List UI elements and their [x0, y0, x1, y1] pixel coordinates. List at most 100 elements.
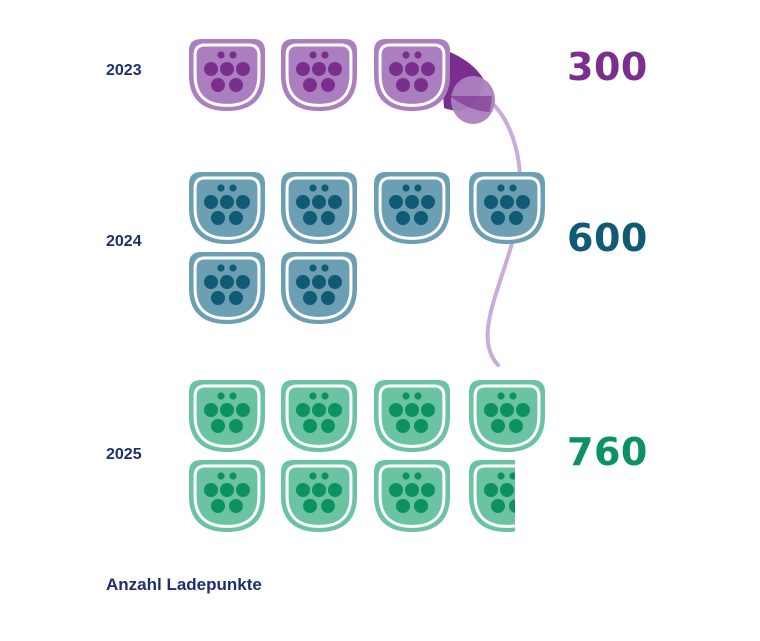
plug-icon-2025-6: [281, 460, 357, 532]
plug-inner-ring: [193, 176, 261, 240]
plug-icon-2024-2: [281, 172, 357, 244]
plug-pin: [516, 403, 530, 417]
plug-pin: [516, 195, 530, 209]
plug-inner-ring: [193, 384, 261, 448]
plug-pin: [309, 264, 317, 272]
plug-pin: [414, 51, 422, 59]
plug-icon-2024-3: [374, 172, 450, 244]
plug-pin: [217, 184, 225, 192]
plug-pin: [229, 291, 243, 305]
icon-grid: [189, 39, 545, 532]
plug-pin: [509, 184, 517, 192]
plug-pin: [296, 403, 310, 417]
plug-pin: [220, 195, 234, 209]
plug-pin: [296, 195, 310, 209]
plug-pin: [236, 195, 250, 209]
partial-icon-group: [469, 460, 530, 532]
plug-pin: [516, 483, 530, 497]
plug-pin: [217, 472, 225, 480]
plug-icon-2024-4: [469, 172, 545, 244]
plug-pin: [509, 499, 515, 513]
plug-pin: [389, 483, 403, 497]
plug-pin: [229, 184, 237, 192]
plug-pin: [414, 419, 428, 433]
plug-pin: [309, 184, 317, 192]
plug-icon-2025-3: [374, 380, 450, 452]
plug-pin: [497, 184, 505, 192]
plug-pin: [303, 499, 317, 513]
plug-pin: [312, 483, 326, 497]
plug-handle-shadow: [450, 96, 492, 112]
plug-pin: [389, 403, 403, 417]
plug-inner-ring: [378, 176, 446, 240]
plug-pin: [484, 403, 498, 417]
plug-pin: [321, 211, 335, 225]
plug-inner-ring: [285, 43, 353, 107]
plug-pin: [509, 392, 517, 400]
plug-pin: [321, 78, 335, 92]
plug-pin: [309, 392, 317, 400]
plug-icon-2024-5: [189, 252, 265, 324]
plug-icon-2023-3: [374, 39, 450, 111]
plug-pin: [500, 403, 514, 417]
cable-line: [485, 101, 523, 367]
plug-pin: [414, 184, 422, 192]
plug-pin: [421, 195, 435, 209]
plug-pin: [402, 51, 410, 59]
plug-pin: [312, 62, 326, 76]
plug-inner-ring: [285, 464, 353, 528]
plug-pin: [211, 499, 225, 513]
plug-pin: [321, 499, 335, 513]
plug-pin: [421, 62, 435, 76]
plug-inner-ring: [285, 256, 353, 320]
plug-inner-ring: [193, 256, 261, 320]
plug-pin: [220, 62, 234, 76]
plug-pin: [303, 291, 317, 305]
plug-inner-ring: [473, 384, 541, 448]
plug-pin: [220, 275, 234, 289]
plug-pin: [405, 403, 419, 417]
year-label-2024: 2024: [106, 233, 142, 250]
chart-caption: Anzahl Ladepunkte: [106, 575, 262, 594]
plug-pin: [321, 51, 329, 59]
plug-pin: [236, 483, 250, 497]
plug-pin: [396, 419, 410, 433]
plug-pin: [204, 275, 218, 289]
total-value-2023: 300: [567, 45, 648, 89]
plug-inner-ring: [193, 43, 261, 107]
plug-pin: [220, 483, 234, 497]
plug-icon-2025-4: [469, 380, 545, 452]
plug-pin: [509, 419, 523, 433]
plug-pin: [312, 195, 326, 209]
plug-icon-2025-1: [189, 380, 265, 452]
plug-icon-2025-7: [374, 460, 450, 532]
plug-pin: [396, 499, 410, 513]
plug-pin: [204, 195, 218, 209]
year-label-2023: 2023: [106, 62, 142, 79]
plug-pin: [296, 483, 310, 497]
plug-icon-2023-1: [189, 39, 265, 111]
plug-pin: [405, 62, 419, 76]
plug-pin: [500, 195, 514, 209]
plug-pin: [229, 264, 237, 272]
plug-pin: [229, 51, 237, 59]
plug-pin: [211, 419, 225, 433]
plug-pin: [220, 403, 234, 417]
plug-pin: [396, 78, 410, 92]
plug-inner-ring: [473, 176, 541, 240]
plug-pin: [296, 62, 310, 76]
plug-pin: [312, 275, 326, 289]
plug-pin: [497, 392, 505, 400]
plug-pin: [309, 472, 317, 480]
plug-pin: [217, 264, 225, 272]
plug-pin: [414, 392, 422, 400]
plug-pin: [321, 264, 329, 272]
plug-pin: [229, 78, 243, 92]
plug-pin: [312, 403, 326, 417]
plug-pin: [497, 472, 505, 480]
plug-pin: [236, 275, 250, 289]
plug-pin: [509, 472, 515, 480]
plug-pin: [421, 403, 435, 417]
plug-pin: [402, 184, 410, 192]
